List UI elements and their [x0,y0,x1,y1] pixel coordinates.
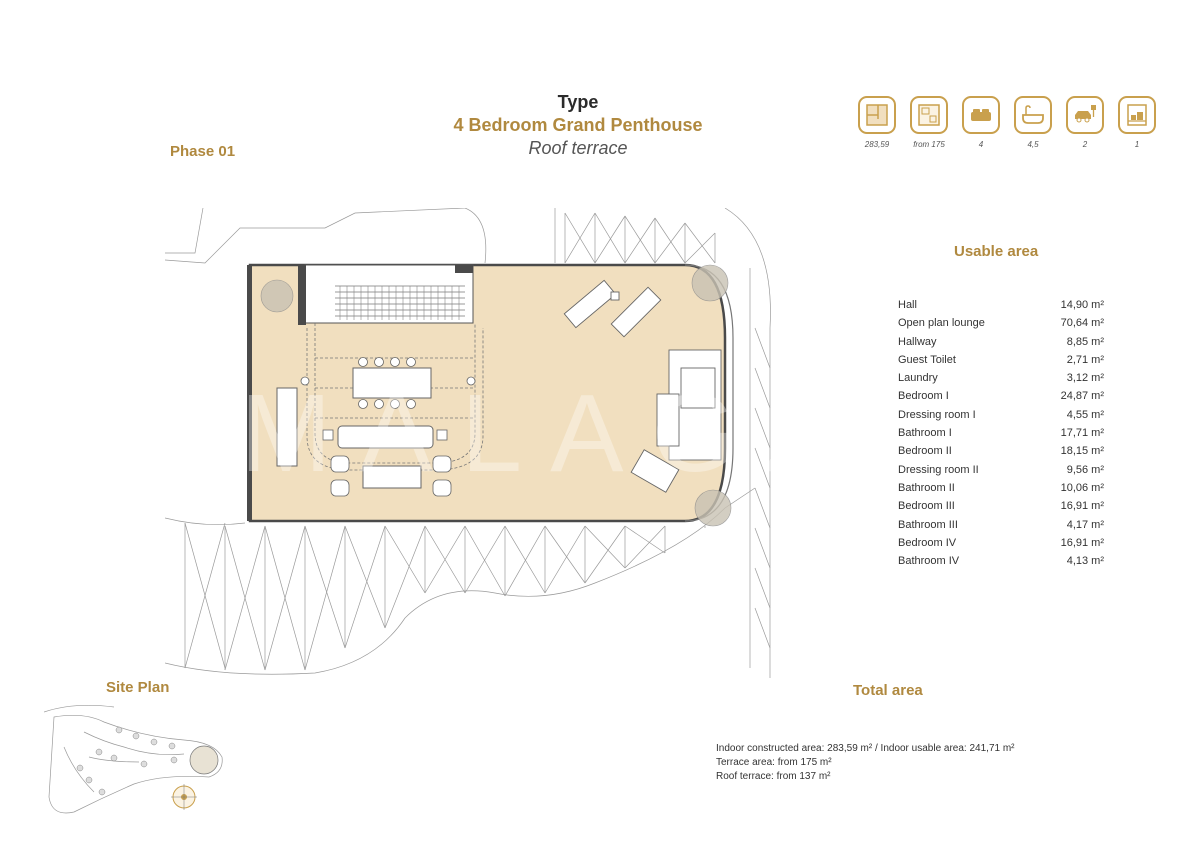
usable-area-list: Hall 14,90 m² Open plan lounge 70,64 m² Ha… [898,296,1104,570]
room-name: Bedroom IV [898,536,957,549]
room-area: 4,13 m² [1066,555,1104,568]
unit-name: 4 Bedroom Grand Penthouse [453,115,703,135]
room-area: 70,64 m² [1060,317,1104,330]
room-area: 10,06 m² [1060,481,1104,494]
room-area: 8,85 m² [1066,335,1104,348]
room-name: Hall [898,299,917,311]
room-area: 16,91 m² [1060,536,1104,549]
floor-name: Roof terrace [528,138,628,158]
site-plan-map [44,704,223,814]
sofa [337,425,434,449]
usable-area-title: Usable area [954,243,1039,260]
storage-icon [1118,96,1156,134]
feature-storage: 1 [1118,96,1156,149]
feature-storage-label: 1 [1134,140,1140,149]
area-row: Hall 14,90 m² [898,296,1104,314]
bathtub-icon [1014,96,1052,134]
feature-bathrooms-label: 4,5 [1027,140,1039,149]
area-row: Hallway 8,85 m² [898,333,1104,351]
total-area-line: Indoor constructed area: 283,59 m² / Ind… [716,743,1015,754]
area-row: Bathroom II 10,06 m² [898,479,1104,497]
total-area-text: Indoor constructed area: 283,59 m² / Ind… [716,742,1015,784]
planters [260,264,732,527]
west-wall [247,265,252,521]
room-name: Hallway [898,335,937,348]
feature-parking: 2 [1066,96,1104,149]
area-row: Bedroom I 24,87 m² [898,387,1104,405]
room-name: Bedroom I [898,390,949,403]
area-row: Bedroom IV 16,91 m² [898,534,1104,552]
feature-icons: 283,59 from 175 4 4,5 2 1 [858,96,1156,149]
terrace-plan-icon [910,96,948,134]
feature-floorplan-label: 283,59 [864,140,890,149]
room-name: Bathroom I [898,427,952,440]
feature-bathrooms: 4,5 [1014,96,1052,149]
dining-chairs [300,357,476,409]
room-name: Bathroom IV [898,555,960,568]
room-name: Bedroom II [898,445,952,458]
sun-loungers [563,279,680,493]
area-row: Guest Toilet 2,71 m² [898,351,1104,369]
feature-bedrooms-label: 4 [978,140,984,149]
room-area: 4,55 m² [1066,408,1104,421]
coffee-table [362,465,422,489]
area-row: Dressing room II 9,56 m² [898,461,1104,479]
dining-table [352,367,432,399]
room-name: Bathroom II [898,481,955,494]
area-row: Open plan lounge 70,64 m² [898,314,1104,332]
outdoor-kitchen [276,387,298,467]
watermark: MALAGA [240,372,867,495]
room-area: 9,56 m² [1066,463,1104,476]
compass-icon [171,784,197,810]
room-area: 14,90 m² [1060,299,1104,311]
room-name: Bathroom III [898,518,958,531]
area-row: Bedroom II 18,15 m² [898,442,1104,460]
total-area-title: Total area [853,682,923,699]
floorplan-icon [858,96,896,134]
lounge-seating [656,349,722,461]
plan-surroundings [165,208,771,678]
type-label: Type [557,92,599,112]
room-area: 4,17 m² [1066,518,1104,531]
area-row: Bedroom III 16,91 m² [898,497,1104,515]
room-name: Open plan lounge [898,317,985,330]
room-area: 2,71 m² [1066,353,1104,366]
area-row: Bathroom III 4,17 m² [898,516,1104,534]
feature-bedrooms: 4 [962,96,1000,149]
room-area: 18,15 m² [1060,445,1104,458]
room-area: 3,12 m² [1066,372,1104,385]
feature-terrace: from 175 [910,96,948,149]
feature-terrace-label: from 175 [913,140,945,149]
room-area: 24,87 m² [1060,390,1104,403]
feature-floorplan: 283,59 [858,96,896,149]
site-plan-title: Site Plan [106,679,170,696]
phase-label: Phase 01 [170,143,236,160]
area-row: Laundry 3,12 m² [898,369,1104,387]
staircase [298,264,474,325]
room-name: Dressing room I [898,408,976,421]
lounge-armchairs [322,429,452,497]
room-name: Dressing room II [898,463,979,476]
parking-icon [1066,96,1104,134]
room-name: Guest Toilet [898,353,956,366]
area-row: Bathroom I 17,71 m² [898,424,1104,442]
room-name: Laundry [898,372,938,385]
feature-parking-label: 2 [1082,140,1088,149]
total-area-line: Roof terrace: from 137 m² [716,771,831,782]
area-row: Dressing room I 4,55 m² [898,406,1104,424]
total-area-line: Terrace area: from 175 m² [716,757,832,768]
room-area: 17,71 m² [1060,427,1104,440]
roof-terrace-floor-plan [165,208,771,678]
room-name: Bedroom III [898,500,955,513]
bed-icon [962,96,1000,134]
area-row: Bathroom IV 4,13 m² [898,552,1104,570]
room-area: 16,91 m² [1060,500,1104,513]
